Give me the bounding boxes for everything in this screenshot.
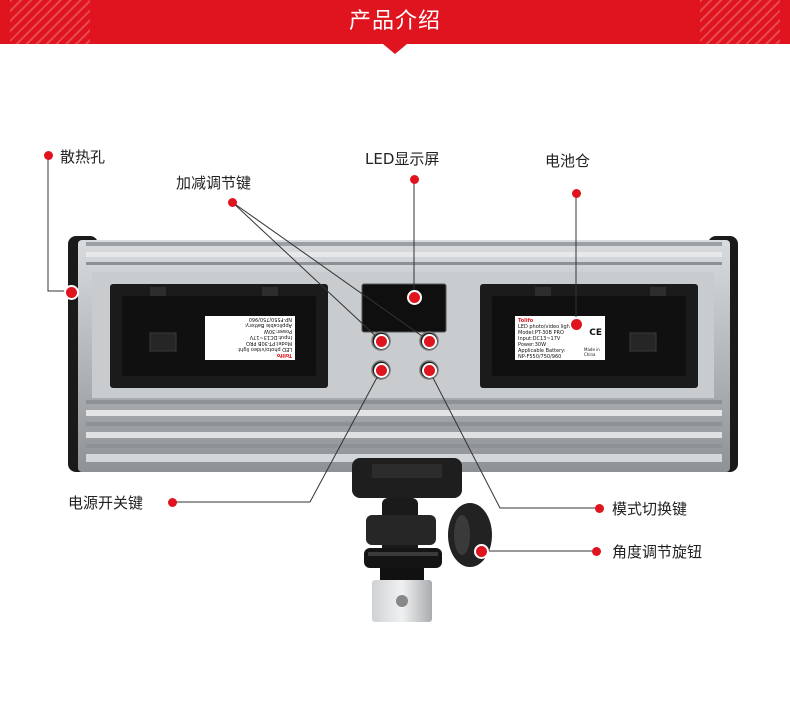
callout-dot-battery bbox=[572, 189, 581, 198]
label-angle-knob: 角度调节旋钮 bbox=[612, 543, 703, 561]
marker-plus-key bbox=[422, 334, 437, 349]
led-screen bbox=[361, 283, 447, 333]
callout-dot-power bbox=[168, 498, 177, 507]
header-stripe-decoration-left bbox=[10, 0, 90, 44]
callout-dot-led-display bbox=[410, 175, 419, 184]
marker-power-key bbox=[374, 363, 389, 378]
page-title: 产品介绍 bbox=[348, 9, 441, 34]
marker-mode-key bbox=[422, 363, 437, 378]
callout-dot-knob bbox=[592, 547, 601, 556]
label-line: NP-F550/750/960 bbox=[518, 354, 562, 360]
marker-minus-key bbox=[374, 334, 389, 349]
battery-label-right: Tolifo LED photo/video light Model:PT-30… bbox=[515, 316, 605, 360]
label-line: Applicable Battery: bbox=[518, 348, 566, 354]
ce-mark: CE bbox=[589, 328, 602, 338]
label-heat-vent: 散热孔 bbox=[60, 148, 106, 166]
callout-dot-heat-vent bbox=[44, 151, 53, 160]
label-line: Power:30W bbox=[518, 342, 547, 348]
marker-battery bbox=[569, 317, 584, 332]
label-line: LED photo/video light bbox=[518, 324, 572, 330]
label-line: Model:PT-30B PRO bbox=[518, 330, 564, 336]
label-line: Input:DC13~17V bbox=[518, 336, 561, 342]
brand-name-right: Tolifo bbox=[518, 318, 534, 324]
header-stripe-decoration-right bbox=[700, 0, 780, 44]
battery-sticker-left bbox=[205, 316, 295, 360]
marker-heat-vent bbox=[64, 285, 79, 300]
battery-sticker-right bbox=[515, 316, 605, 360]
label-led-display: LED显示屏 bbox=[365, 150, 440, 168]
callout-dot-mode bbox=[595, 504, 604, 513]
header-notch bbox=[383, 44, 407, 54]
header-banner: 产品介绍 bbox=[0, 0, 790, 44]
marker-led-display bbox=[407, 290, 422, 305]
marker-angle-knob bbox=[474, 544, 489, 559]
callout-dot-adjust-keys bbox=[228, 198, 237, 207]
label-power-key: 电源开关键 bbox=[68, 494, 144, 512]
label-battery-compartment: 电池仓 bbox=[545, 152, 591, 170]
label-mode-key: 模式切换键 bbox=[612, 500, 688, 518]
made-in-label: Made in China bbox=[584, 347, 600, 357]
label-adjust-keys: 加减调节键 bbox=[176, 174, 252, 192]
